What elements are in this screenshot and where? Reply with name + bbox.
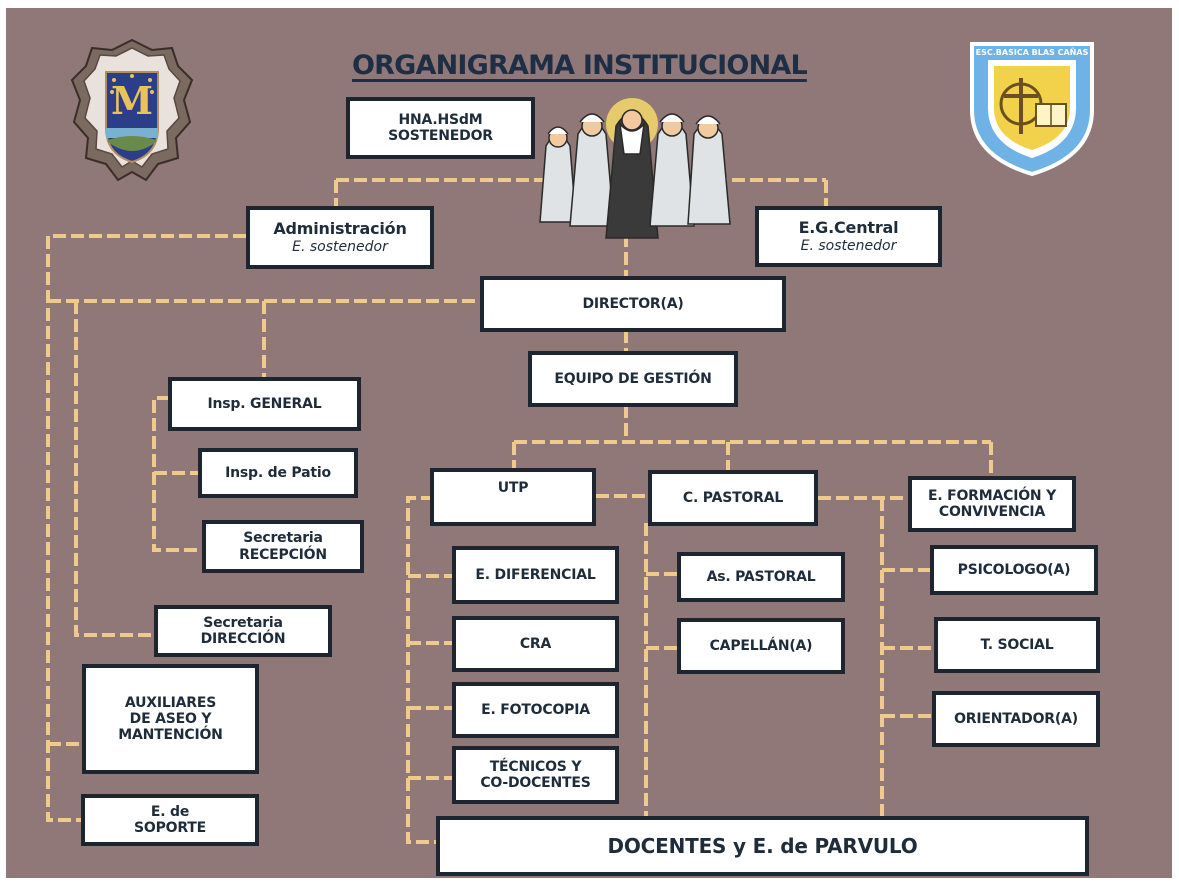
node-auxiliares: AUXILIARES DE ASEO Y MANTENCIÓN bbox=[82, 664, 259, 774]
node-eg-central: E.G.Central E. sostenedor bbox=[755, 206, 942, 267]
node-label: DIRECTOR(A) bbox=[582, 295, 684, 312]
node-e-fotocopia: E. FOTOCOPIA bbox=[452, 682, 619, 738]
chart-title: ORGANIGRAMA INSTITUCIONAL bbox=[352, 50, 808, 81]
node-orientador: ORIENTADOR(A) bbox=[932, 691, 1100, 747]
node-insp-patio: Insp. de Patio bbox=[198, 448, 358, 498]
node-label: UTP bbox=[497, 480, 529, 496]
svg-text:ESC.BASICA BLAS CAÑAS: ESC.BASICA BLAS CAÑAS bbox=[976, 47, 1089, 57]
node-label: E. FOTOCOPIA bbox=[481, 701, 590, 718]
node-label: CRA bbox=[519, 635, 552, 652]
node-tecnicos: TÉCNICOS Y CO-DOCENTES bbox=[452, 746, 619, 804]
connector bbox=[74, 301, 156, 637]
node-as-pastoral: As. PASTORAL bbox=[677, 552, 845, 602]
node-t-social: T. SOCIAL bbox=[934, 617, 1100, 673]
node-label: HNA.HSdM SOSTENEDOR bbox=[388, 111, 493, 144]
nuns-group-icon bbox=[539, 98, 731, 239]
node-label: E. de SOPORTE bbox=[133, 803, 206, 836]
node-label: Insp. de Patio bbox=[225, 464, 331, 481]
node-label: CAPELLÁN(A) bbox=[709, 637, 813, 654]
node-utp: UTP bbox=[430, 468, 596, 526]
svg-text:M: M bbox=[111, 78, 153, 123]
node-label: As. PASTORAL bbox=[706, 568, 816, 585]
node-e-diferencial: E. DIFERENCIAL bbox=[452, 546, 619, 604]
node-label: TÉCNICOS Y CO-DOCENTES bbox=[480, 758, 591, 791]
node-docentes: DOCENTES y E. de PARVULO bbox=[436, 816, 1089, 876]
node-sublabel: E. sostenedor bbox=[292, 238, 388, 255]
node-label: E. FORMACIÓN Y CONVIVENCIA bbox=[927, 487, 1057, 520]
node-label: AUXILIARES DE ASEO Y MANTENCIÓN bbox=[118, 694, 223, 744]
node-label: PSICOLOGO(A) bbox=[957, 561, 1071, 578]
node-cra: CRA bbox=[452, 616, 619, 672]
node-director: DIRECTOR(A) bbox=[480, 276, 786, 332]
node-secretaria-direccion: Secretaria DIRECCIÓN bbox=[154, 605, 332, 657]
node-administracion: Administración E. sostenedor bbox=[246, 206, 434, 269]
node-label: DOCENTES y E. de PARVULO bbox=[607, 833, 918, 858]
connector bbox=[46, 234, 246, 822]
node-label: C. PASTORAL bbox=[682, 489, 784, 506]
node-label: EQUIPO DE GESTIÓN bbox=[554, 370, 712, 387]
node-label: E.G.Central bbox=[798, 218, 899, 238]
node-sostenedor: HNA.HSdM SOSTENEDOR bbox=[346, 97, 535, 159]
node-equipo-gestion: EQUIPO DE GESTIÓN bbox=[528, 351, 738, 407]
connector bbox=[406, 496, 438, 844]
node-e-soporte: E. de SOPORTE bbox=[81, 794, 259, 846]
dashed-connectors bbox=[46, 178, 993, 844]
node-label: Insp. GENERAL bbox=[207, 395, 322, 412]
node-insp-general: Insp. GENERAL bbox=[168, 377, 361, 431]
node-capellan: CAPELLÁN(A) bbox=[677, 618, 845, 674]
node-c-pastoral: C. PASTORAL bbox=[648, 470, 818, 526]
node-psicologo: PSICOLOGO(A) bbox=[930, 545, 1098, 595]
node-label: Administración bbox=[273, 219, 407, 239]
connector-lines bbox=[46, 178, 993, 844]
node-sublabel: E. sostenedor bbox=[800, 237, 897, 254]
node-e-formacion: E. FORMACIÓN Y CONVIVENCIA bbox=[908, 476, 1076, 532]
school-shield-icon: ESC.BASICA BLAS CAÑAS bbox=[970, 42, 1094, 177]
node-label: ORIENTADOR(A) bbox=[954, 710, 1078, 727]
congregation-crest-icon: M bbox=[70, 38, 194, 182]
node-secretaria-recepcion: Secretaria RECEPCIÓN bbox=[202, 520, 364, 573]
org-chart-canvas: ORGANIGRAMA INSTITUCIONAL M ESC.BASICA B… bbox=[6, 8, 1172, 878]
node-label: T. SOCIAL bbox=[980, 636, 1054, 653]
node-label: Secretaria RECEPCIÓN bbox=[239, 530, 327, 563]
node-label: Secretaria DIRECCIÓN bbox=[200, 614, 286, 647]
node-label: E. DIFERENCIAL bbox=[475, 566, 596, 583]
